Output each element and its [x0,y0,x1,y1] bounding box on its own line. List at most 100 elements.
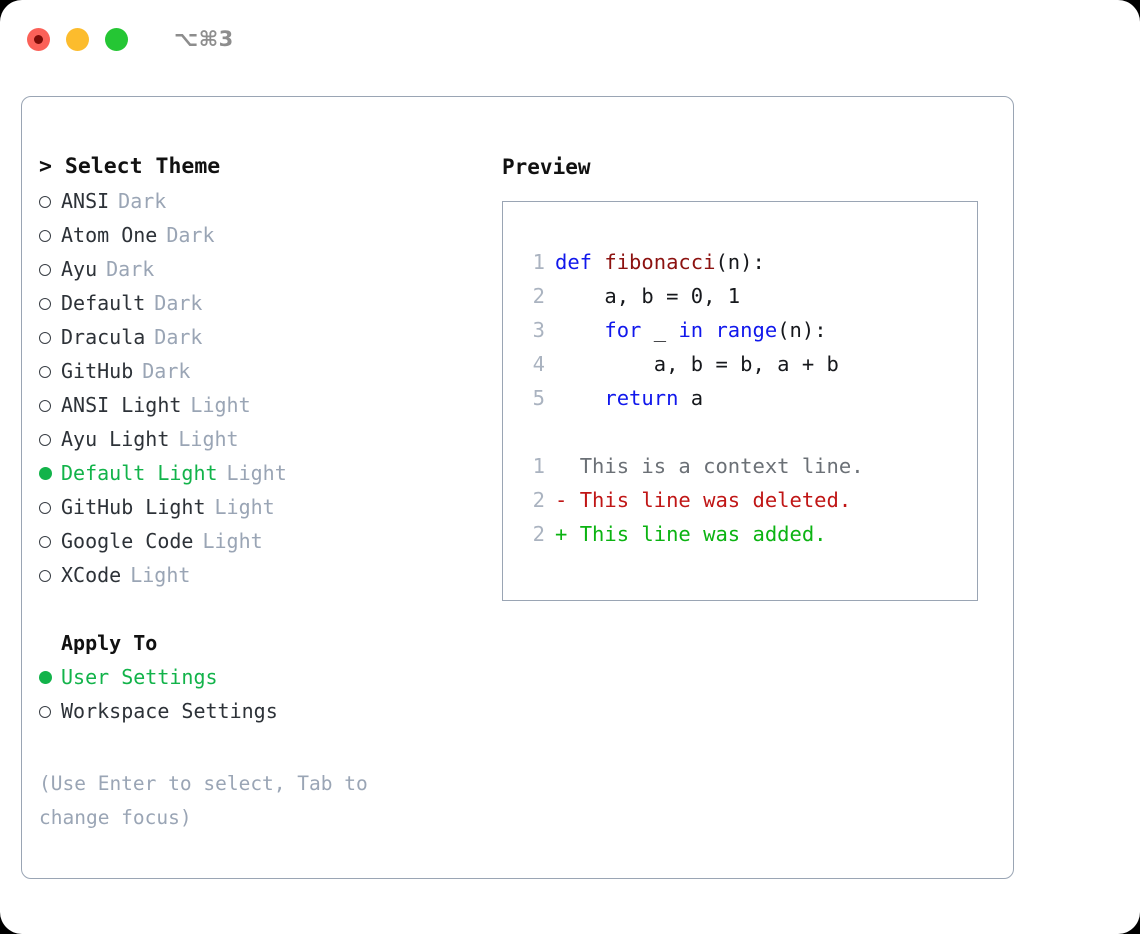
theme-option-tag: Dark [166,223,215,247]
code-token-plain: a, b = 0, 1 [555,284,741,308]
apply-to-option-label: Workspace Settings [61,699,278,723]
select-theme-header: > Select Theme [39,150,489,184]
theme-option-tag: Dark [142,359,191,383]
radio-dot [39,570,51,582]
theme-option-tag: Light [178,427,239,451]
theme-option-label: Default [61,291,146,315]
code-token-kw: def [555,250,605,274]
line-number: 4 [532,352,545,376]
code-line: 2 a, b = 0, 1 [515,279,969,313]
line-number: 5 [532,386,545,410]
apply-to-option-user-settings[interactable]: User Settings [39,660,489,694]
theme-option-label: Dracula [61,325,146,349]
theme-option-label: GitHub Light [61,495,206,519]
code-token-plain: (n): [777,318,827,342]
radio-selected-icon [39,661,61,695]
diff-text: This is a context line. [579,454,864,478]
code-line-text: a, b = b, a + b [555,347,839,381]
radio-unselected-icon [39,287,61,321]
radio-dot [39,298,51,310]
theme-option-tag: Dark [118,189,167,213]
theme-option-label: GitHub [61,359,134,383]
radio-unselected-icon [39,559,61,593]
theme-option-xcode[interactable]: XCode Light [39,558,489,592]
code-line: 1 def fibonacci(n): [515,245,969,279]
close-button[interactable] [27,27,50,51]
radio-dot [39,264,51,276]
code-token-kw: for [604,318,642,342]
radio-dot [39,536,51,548]
theme-option-label: Ayu Light [61,427,170,451]
code-token-kw: return [604,386,679,410]
theme-option-tag: Light [202,529,263,553]
apply-to-option-workspace-settings[interactable]: Workspace Settings [39,694,489,728]
shortcut-label: ⌥⌘3 [174,27,234,51]
diff-sign: - [555,488,580,512]
diff-line-del: 2- This line was deleted. [515,483,969,517]
apply-to-header: Apply To [61,631,158,655]
section-spacer [39,592,489,626]
diff-sign: + [555,522,580,546]
hint-text: (Use Enter to select, Tab to change focu… [39,772,368,829]
theme-option-github[interactable]: GitHub Dark [39,354,489,388]
diff-sample: 1 This is a context line.2- This line wa… [515,449,969,551]
theme-option-label: ANSI [61,189,110,213]
line-number: 2 [532,522,545,546]
line-number: 1 [532,250,545,274]
caret-icon: > [39,154,52,179]
code-token-plain [555,318,604,342]
radio-dot [39,434,51,446]
theme-option-label: Ayu [61,257,98,281]
code-token-plain: _ [641,318,679,342]
theme-option-tag: Dark [106,257,155,281]
radio-unselected-icon [39,185,61,219]
line-number: 3 [532,318,545,342]
radio-unselected-icon [39,389,61,423]
code-token-plain [555,386,604,410]
apply-to-option-label: User Settings [61,665,218,689]
code-line: 4 a, b = b, a + b [515,347,969,381]
radio-dot [39,502,51,514]
diff-sign [555,454,580,478]
theme-option-default[interactable]: Default Dark [39,286,489,320]
code-line-text: return a [555,381,703,415]
radio-dot [39,332,51,344]
theme-option-google-code[interactable]: Google Code Light [39,524,489,558]
radio-unselected-icon [39,423,61,457]
radio-dot [39,400,51,412]
theme-option-label: Google Code [61,529,194,553]
code-line-text: a, b = 0, 1 [555,279,740,313]
maximize-button[interactable] [105,27,128,51]
code-token-plain: (n): [715,250,765,274]
theme-option-label: XCode [61,563,122,587]
theme-option-tag: Dark [154,291,203,315]
traffic-lights [27,27,128,51]
radio-selected-icon [39,457,61,491]
code-line-text: def fibonacci(n): [555,245,765,279]
radio-unselected-icon [39,695,61,729]
theme-option-ansi[interactable]: ANSI Dark [39,184,489,218]
diff-line-ctx: 1 This is a context line. [515,449,969,483]
code-token-fn: fibonacci [604,250,716,274]
theme-option-tag: Light [130,563,191,587]
theme-option-ayu-light[interactable]: Ayu Light Light [39,422,489,456]
diff-line-text: - This line was deleted. [555,483,851,517]
diff-text: This line was added. [579,522,827,546]
minimize-button[interactable] [66,27,89,51]
radio-unselected-icon [39,525,61,559]
radio-dot [39,467,52,480]
theme-option-ayu[interactable]: Ayu Dark [39,252,489,286]
radio-unselected-icon [39,491,61,525]
